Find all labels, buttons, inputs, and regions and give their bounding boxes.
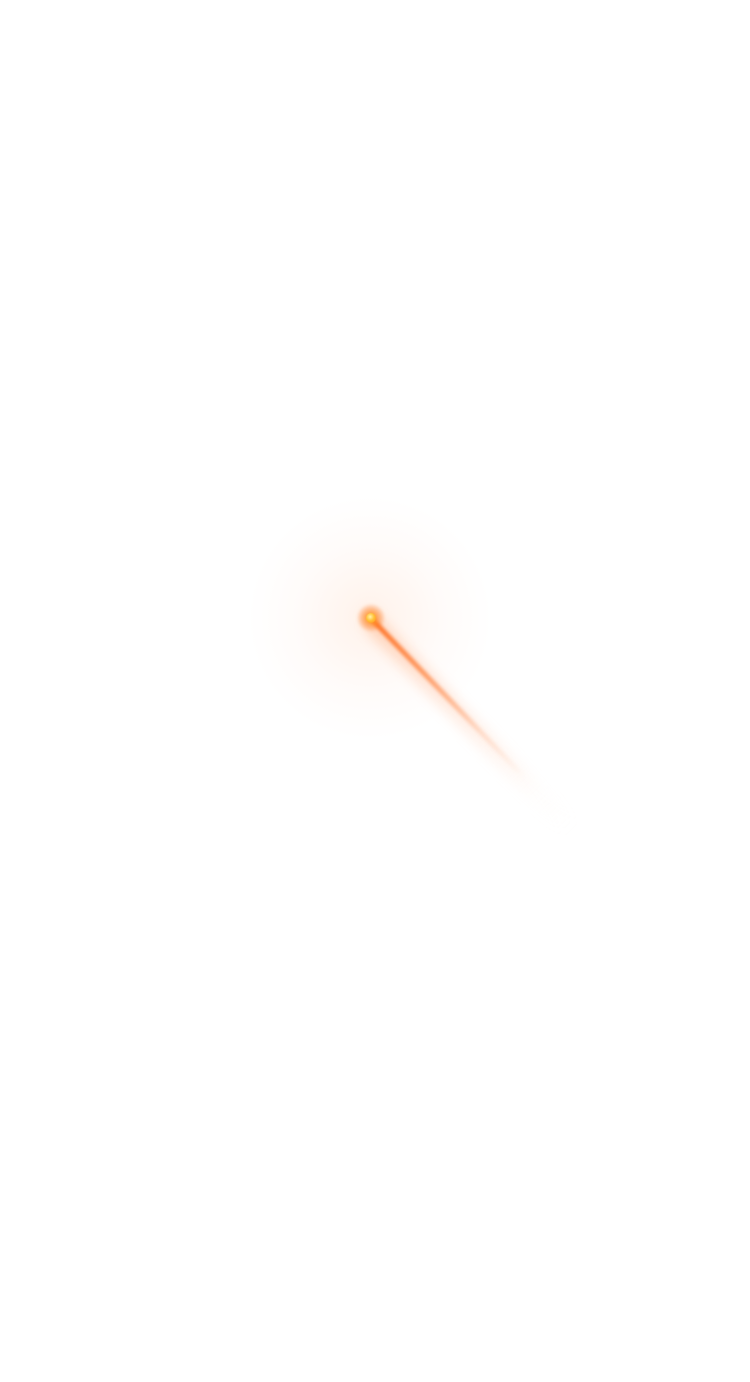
meteor-head <box>366 613 376 623</box>
